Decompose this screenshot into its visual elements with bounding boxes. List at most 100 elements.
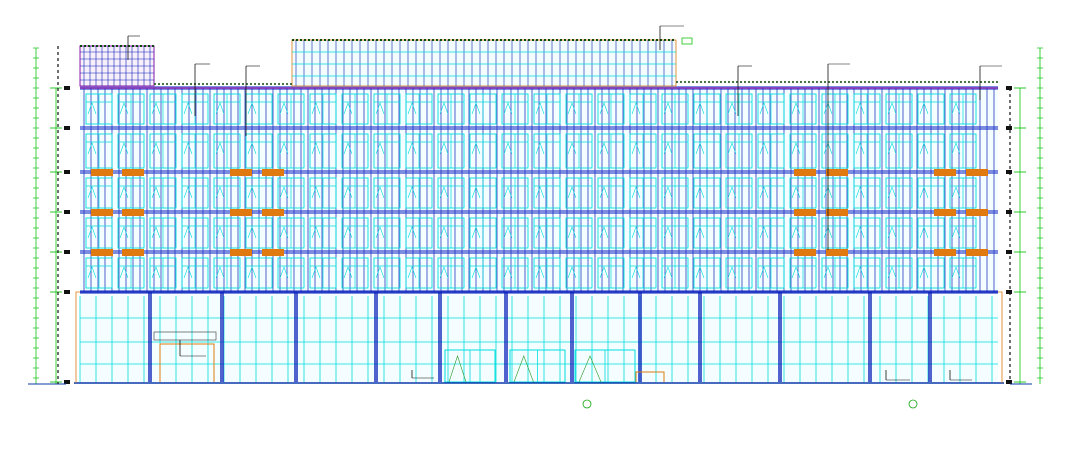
window-opening-mark bbox=[631, 266, 641, 279]
window-opening-mark bbox=[375, 226, 385, 239]
storefront-pier bbox=[778, 292, 782, 382]
window-opening-mark bbox=[855, 102, 865, 115]
window-opening-mark bbox=[535, 226, 545, 239]
storefront bbox=[79, 292, 998, 383]
window-opening-mark bbox=[695, 142, 705, 155]
window-opening-mark bbox=[215, 142, 225, 155]
window-opening-mark bbox=[951, 226, 961, 239]
window-opening-mark bbox=[343, 266, 353, 279]
window-opening-mark bbox=[951, 142, 961, 155]
window-opening-mark bbox=[599, 226, 609, 239]
window-opening-mark bbox=[663, 186, 673, 199]
dimension-chain-left bbox=[28, 46, 70, 385]
storefront-pier bbox=[504, 292, 508, 382]
window-opening-mark bbox=[919, 142, 929, 155]
window-opening-mark bbox=[535, 102, 545, 115]
window-opening-mark bbox=[439, 142, 449, 155]
window-opening-mark bbox=[567, 226, 577, 239]
window-opening-mark bbox=[919, 226, 929, 239]
level-marker bbox=[64, 250, 70, 254]
window-opening-mark bbox=[631, 142, 641, 155]
accent-panel bbox=[262, 169, 284, 176]
window-opening-mark bbox=[439, 226, 449, 239]
window-opening-mark bbox=[631, 102, 641, 115]
window-opening-mark bbox=[919, 186, 929, 199]
storefront-pier bbox=[220, 292, 224, 382]
level-marker bbox=[64, 290, 70, 294]
roof-elements bbox=[79, 37, 998, 89]
window-opening-mark bbox=[119, 186, 129, 199]
window-opening-mark bbox=[791, 226, 801, 239]
window-opening-mark bbox=[695, 102, 705, 115]
window-opening-mark bbox=[183, 186, 193, 199]
window-opening-mark bbox=[183, 142, 193, 155]
level-marker bbox=[64, 380, 70, 384]
window-opening-mark bbox=[535, 142, 545, 155]
window-opening-mark bbox=[87, 142, 97, 155]
accent-panel bbox=[934, 169, 956, 176]
window-opening-mark bbox=[951, 186, 961, 199]
window-opening-mark bbox=[311, 102, 321, 115]
window-opening-mark bbox=[887, 266, 897, 279]
window-opening-mark bbox=[407, 186, 417, 199]
window-opening-mark bbox=[279, 266, 289, 279]
level-marker bbox=[1006, 290, 1012, 294]
window-opening-mark bbox=[247, 102, 257, 115]
accent-panel bbox=[794, 249, 816, 256]
storefront-pier bbox=[148, 292, 152, 382]
section-marker-left bbox=[582, 399, 592, 409]
storefront-pier bbox=[294, 292, 298, 382]
window-opening-mark bbox=[631, 226, 641, 239]
floor-band bbox=[80, 210, 998, 214]
dimension-chain-right bbox=[1006, 47, 1043, 385]
accent-panel bbox=[934, 249, 956, 256]
window-opening-mark bbox=[759, 266, 769, 279]
window-opening-mark bbox=[919, 266, 929, 279]
canopy bbox=[153, 331, 217, 341]
window-opening-mark bbox=[727, 226, 737, 239]
window-opening-mark bbox=[727, 102, 737, 115]
level-marker bbox=[64, 210, 70, 214]
window-opening-mark bbox=[215, 186, 225, 199]
accent-panel bbox=[966, 169, 988, 176]
window-opening-mark bbox=[471, 266, 481, 279]
window-opening-mark bbox=[439, 186, 449, 199]
window-opening-mark bbox=[663, 142, 673, 155]
window-opening-mark bbox=[759, 226, 769, 239]
storefront-pier bbox=[570, 292, 574, 382]
upper-windows bbox=[85, 93, 977, 289]
floor-band bbox=[80, 250, 998, 254]
window-opening-mark bbox=[375, 186, 385, 199]
floor-band bbox=[80, 126, 998, 130]
window-opening-mark bbox=[887, 142, 897, 155]
section-marker-right bbox=[908, 399, 918, 409]
window-opening-mark bbox=[567, 266, 577, 279]
accent-panel bbox=[934, 209, 956, 216]
window-opening-mark bbox=[119, 102, 129, 115]
window-opening-mark bbox=[151, 102, 161, 115]
window-opening-mark bbox=[279, 142, 289, 155]
window-opening-mark bbox=[503, 142, 513, 155]
window-opening-mark bbox=[791, 266, 801, 279]
window-opening-mark bbox=[759, 142, 769, 155]
accent-panel bbox=[826, 169, 848, 176]
window-opening-mark bbox=[695, 266, 705, 279]
building-facade bbox=[74, 37, 1004, 384]
window-opening-mark bbox=[119, 142, 129, 155]
accent-panel bbox=[91, 209, 113, 216]
accent-panel bbox=[794, 209, 816, 216]
window-opening-mark bbox=[407, 142, 417, 155]
accent-panel bbox=[826, 249, 848, 256]
window-opening-mark bbox=[439, 266, 449, 279]
door-swing bbox=[513, 355, 534, 383]
accent-panel bbox=[122, 169, 144, 176]
window-opening-mark bbox=[599, 266, 609, 279]
window-opening-mark bbox=[855, 142, 865, 155]
window-opening-mark bbox=[87, 226, 97, 239]
window-opening-mark bbox=[855, 226, 865, 239]
window-opening-mark bbox=[887, 186, 897, 199]
window-opening-mark bbox=[311, 226, 321, 239]
accent-panels bbox=[91, 169, 988, 256]
window-opening-mark bbox=[375, 266, 385, 279]
window-opening-mark bbox=[695, 226, 705, 239]
